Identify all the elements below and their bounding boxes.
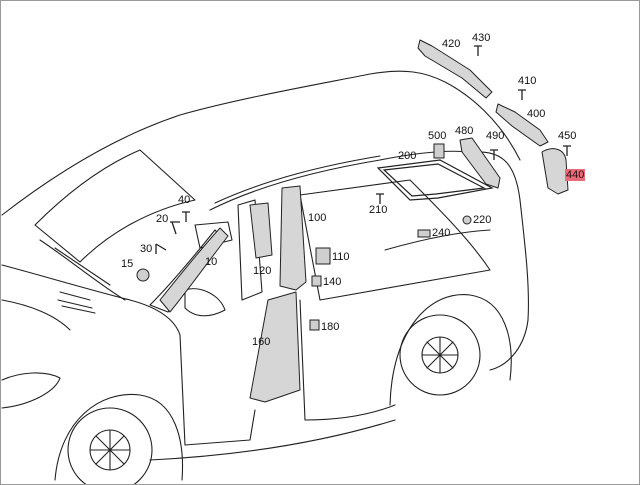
part-420 <box>417 39 493 99</box>
label-140: 140 <box>323 276 342 288</box>
wiper <box>39 239 126 301</box>
hood <box>1 264 181 336</box>
rear-wheel <box>399 314 481 396</box>
roof-line <box>1 70 521 216</box>
part-110 <box>315 247 331 265</box>
rear-wheel-arch <box>389 294 512 406</box>
side-window-front <box>237 199 263 301</box>
label-410: 410 <box>518 75 537 87</box>
label-220: 220 <box>473 214 492 226</box>
front-wheel <box>67 407 153 485</box>
screw-410 <box>518 89 526 100</box>
part-100 <box>279 185 307 291</box>
front-door <box>179 334 256 446</box>
clip-20 <box>170 221 180 235</box>
part-160 <box>249 291 301 403</box>
part-220 <box>462 215 472 225</box>
label-20: 20 <box>156 213 169 225</box>
part-180 <box>309 319 320 331</box>
label-40: 40 <box>178 194 191 206</box>
part-480 <box>459 137 501 189</box>
front-wheel-arch <box>54 393 184 481</box>
part-500 <box>433 143 445 159</box>
part-400 <box>495 103 549 147</box>
part-10 <box>159 227 229 313</box>
mirror <box>184 288 226 317</box>
label-440-highlighted[interactable]: 440 <box>565 169 586 181</box>
part-440 <box>541 148 569 195</box>
label-400: 400 <box>527 108 546 120</box>
clip-210 <box>376 193 384 204</box>
label-200: 200 <box>398 150 417 162</box>
label-430: 430 <box>472 32 491 44</box>
side-window-rear <box>299 179 491 301</box>
roof-rail-inner <box>214 155 381 204</box>
label-30: 30 <box>140 243 153 255</box>
label-490: 490 <box>486 130 505 142</box>
part-140 <box>311 275 322 287</box>
screw-490 <box>490 149 498 160</box>
part-240 <box>417 229 431 238</box>
side-sill <box>149 419 396 461</box>
grille-vents <box>57 291 96 314</box>
part-15 <box>136 268 150 282</box>
part-200 <box>376 159 494 201</box>
label-420: 420 <box>442 38 461 50</box>
screw-40 <box>182 211 190 222</box>
windshield <box>34 149 196 263</box>
label-480: 480 <box>455 125 474 137</box>
label-110: 110 <box>332 251 350 263</box>
headlight <box>1 372 61 409</box>
label-500: 500 <box>428 130 447 142</box>
label-180: 180 <box>321 321 340 333</box>
label-120: 120 <box>253 265 272 277</box>
screw-450 <box>563 145 571 156</box>
label-100: 100 <box>308 212 327 224</box>
label-450: 450 <box>558 130 577 142</box>
label-15: 15 <box>121 258 134 270</box>
label-210: 210 <box>369 204 388 216</box>
rear-quarter <box>469 151 529 371</box>
clip-30 <box>155 243 167 254</box>
label-10: 10 <box>205 256 218 268</box>
label-240: 240 <box>432 227 451 239</box>
part-120 <box>249 202 273 259</box>
rear-door <box>299 299 396 421</box>
screw-430 <box>474 45 482 56</box>
label-160: 160 <box>252 336 271 348</box>
